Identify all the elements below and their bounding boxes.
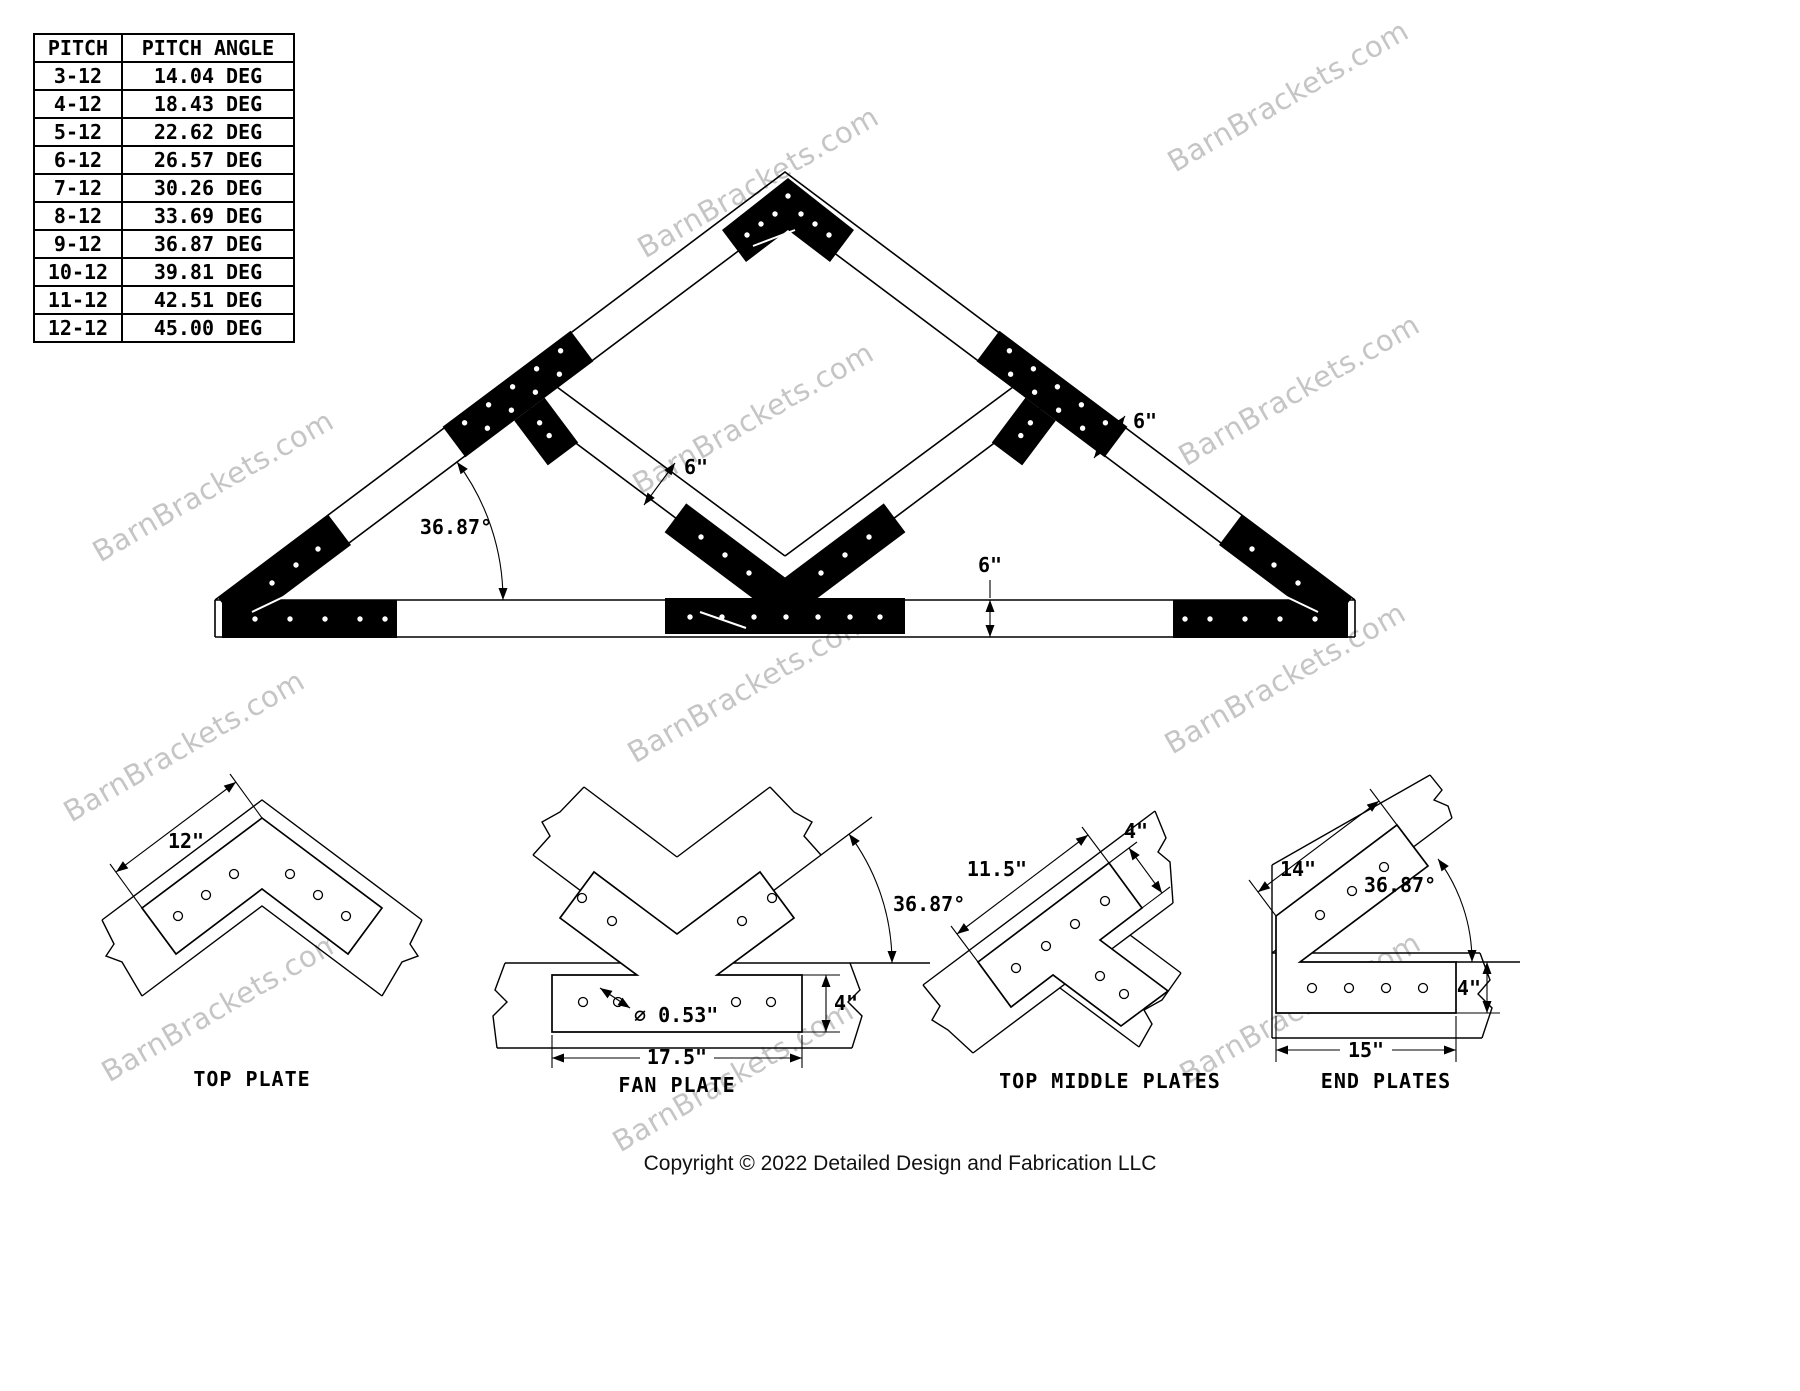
angle-cell: 26.57 DEG	[121, 145, 295, 175]
pitch-header-cell: PITCH	[33, 33, 123, 63]
angle-cell: 36.87 DEG	[121, 229, 295, 259]
top-middle-plate-outline	[976, 861, 1170, 1028]
pitch-cell: 8-12	[33, 201, 123, 231]
pitch-cell: 5-12	[33, 117, 123, 147]
angle-cell: 33.69 DEG	[121, 201, 295, 231]
end-angle-arc	[1437, 858, 1477, 963]
end-plate-outline	[1275, 823, 1457, 1014]
break-line	[532, 786, 585, 856]
truss-angle-label: 36.87°	[420, 515, 492, 539]
left-mid-bracket	[442, 330, 594, 466]
break-line	[847, 962, 863, 1049]
right-heel-bracket	[1173, 514, 1353, 638]
top-plate-timber	[101, 799, 423, 997]
top-middle-length-label: 11.5"	[967, 857, 1027, 881]
top-plate-title: TOP PLATE	[193, 1067, 310, 1091]
pitch-angle-arc	[456, 461, 508, 601]
pitch-cell: 12-12	[33, 313, 123, 343]
dim-arrow	[1128, 847, 1163, 894]
web-dim-label: 6"	[684, 455, 708, 479]
fan-height-label: 4"	[834, 991, 858, 1015]
angle-cell: 18.43 DEG	[121, 89, 295, 119]
pitch-cell: 11-12	[33, 285, 123, 315]
pitch-cell: 4-12	[33, 89, 123, 119]
fan-bracket	[664, 503, 906, 634]
pitch-cell: 7-12	[33, 173, 123, 203]
apex-bracket	[722, 178, 854, 262]
end-length-label: 15"	[1348, 1038, 1384, 1062]
dim-ext	[229, 773, 263, 819]
break-line	[381, 919, 423, 997]
truss-dimensions: 36.87° 6" 6" 6"	[420, 409, 1157, 637]
fan-length-label: 17.5"	[647, 1045, 707, 1069]
dim-ext	[1248, 879, 1277, 917]
dim-ext	[1081, 826, 1110, 864]
table-header-row: PITCH PITCH ANGLE	[33, 33, 295, 63]
copyright: Copyright © 2022 Detailed Design and Fab…	[643, 1152, 1157, 1175]
angle-cell: 22.62 DEG	[121, 117, 295, 147]
dim-ext	[1369, 788, 1398, 826]
angle-cell: 39.81 DEG	[121, 257, 295, 287]
hole-diameter-label: ⌀ 0.53"	[634, 1003, 718, 1027]
angle-header-cell: PITCH ANGLE	[121, 33, 295, 63]
chord-dim-label: 6"	[978, 553, 1002, 577]
break-line	[769, 786, 822, 856]
detail-fan-plate: 36.87° 4" ⌀ 0.53" 17.5" FAN PLATE	[492, 786, 965, 1097]
break-line	[101, 919, 143, 997]
fan-angle-arc	[848, 833, 897, 964]
hole-leader-arrow	[599, 987, 631, 1009]
angle-cell: 45.00 DEG	[121, 313, 295, 343]
angle-cell: 14.04 DEG	[121, 61, 295, 91]
dim-arrow	[115, 781, 237, 873]
end-plate-arm-label: 14"	[1280, 857, 1316, 881]
dim-ext	[1108, 841, 1138, 864]
top-plate-length-label: 12"	[168, 829, 204, 853]
break-line	[1154, 810, 1174, 904]
truss-drawing: 36.87° 6" 6" 6"	[214, 170, 1356, 638]
truss-brackets	[217, 178, 1353, 638]
detail-end-plates: 14" 36.87° 4" 15" END PLATES	[1248, 774, 1520, 1093]
top-middle-plates-title: TOP MIDDLE PLATES	[999, 1069, 1221, 1093]
fan-angle-label: 36.87°	[893, 892, 965, 916]
dim-ext	[109, 863, 143, 909]
break-line	[922, 984, 974, 1054]
detail-top-plate: 12" TOP PLATE	[101, 773, 423, 1091]
dim-arrow	[1257, 800, 1380, 893]
pitch-cell: 3-12	[33, 61, 123, 91]
dim-ext	[950, 925, 979, 963]
top-middle-width-label: 4"	[1124, 819, 1148, 843]
angle-cell: 30.26 DEG	[121, 173, 295, 203]
web-dim-arrow	[643, 462, 676, 506]
pitch-cell: 6-12	[33, 145, 123, 175]
detail-top-middle-plates: 11.5" 4" TOP MIDDLE PLATES	[922, 810, 1221, 1093]
pitch-cell: 10-12	[33, 257, 123, 287]
angle-cell: 42.51 DEG	[121, 285, 295, 315]
truss-members	[214, 170, 1356, 638]
dim-arrow	[956, 834, 1089, 935]
dim-ext	[1141, 886, 1171, 909]
rafter-dim-arrow	[1093, 415, 1126, 459]
end-angle-label: 36.87°	[1364, 873, 1436, 897]
break-line	[1429, 774, 1453, 819]
pitch-cell: 9-12	[33, 229, 123, 259]
left-heel-bracket	[217, 514, 397, 638]
right-mid-bracket	[976, 330, 1128, 466]
rafter-dim-label: 6"	[1133, 409, 1157, 433]
end-plates-title: END PLATES	[1321, 1069, 1451, 1093]
fan-plate-title: FAN PLATE	[618, 1073, 735, 1097]
break-line	[492, 962, 508, 1049]
end-height-label: 4"	[1457, 976, 1481, 1000]
